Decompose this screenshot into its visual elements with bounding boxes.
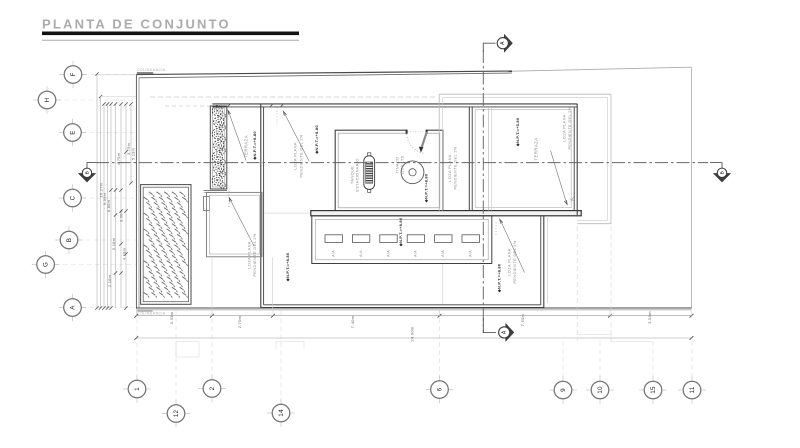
svg-text:◆N.P.T.=+8.80: ◆N.P.T.=+8.80 bbox=[252, 131, 257, 161]
svg-text:◆N.P.T.=+8.80: ◆N.P.T.=+8.80 bbox=[398, 217, 403, 247]
svg-text:A/A: A/A bbox=[441, 250, 445, 257]
svg-text:B: B bbox=[66, 238, 73, 242]
svg-text:15: 15 bbox=[650, 386, 657, 394]
svg-text:LOZA PLANA: LOZA PLANA bbox=[507, 248, 512, 275]
svg-text:A: A bbox=[502, 330, 508, 334]
svg-text:TINACO: TINACO bbox=[395, 157, 400, 174]
svg-text:G: G bbox=[42, 262, 49, 267]
svg-text:2.18m: 2.18m bbox=[107, 275, 112, 287]
svg-text:H: H bbox=[44, 97, 51, 102]
svg-text:24.90m: 24.90m bbox=[410, 326, 415, 342]
svg-text:3.75m: 3.75m bbox=[126, 143, 131, 155]
svg-text:3.00m: 3.00m bbox=[118, 210, 123, 222]
svg-text:B: B bbox=[84, 171, 90, 174]
svg-text:LOZA PLANA: LOZA PLANA bbox=[562, 114, 567, 141]
svg-text:COLINDANCIA: COLINDANCIA bbox=[137, 68, 166, 72]
svg-text:1: 1 bbox=[134, 387, 141, 391]
svg-text:A/A: A/A bbox=[332, 250, 336, 257]
svg-text:C: C bbox=[69, 195, 76, 200]
svg-text:8.80m: 8.80m bbox=[106, 200, 111, 212]
svg-text:3.58m: 3.58m bbox=[647, 311, 652, 324]
svg-text:9.35m: 9.35m bbox=[102, 193, 107, 205]
svg-text:5.18m: 5.18m bbox=[111, 238, 116, 250]
svg-text:1100 LTS: 1100 LTS bbox=[400, 155, 405, 174]
svg-text:6: 6 bbox=[436, 387, 443, 391]
svg-text:16.27m: 16.27m bbox=[98, 183, 103, 198]
svg-text:A: A bbox=[500, 41, 506, 45]
svg-text:LOZA PLANA: LOZA PLANA bbox=[247, 241, 252, 268]
svg-text:7.40m: 7.40m bbox=[350, 315, 355, 328]
svg-text:TANQUE: TANQUE bbox=[350, 166, 355, 184]
svg-text:COLINDANCIA: COLINDANCIA bbox=[137, 312, 166, 316]
svg-text:11: 11 bbox=[689, 386, 696, 393]
svg-text:PENDIENTE DEL 2%: PENDIENTE DEL 2% bbox=[453, 146, 458, 189]
svg-text:E: E bbox=[69, 130, 76, 134]
svg-text:◆N.P.T.=+8.80: ◆N.P.T.=+8.80 bbox=[497, 263, 502, 293]
svg-text:14: 14 bbox=[278, 409, 285, 417]
svg-text:5.13m: 5.13m bbox=[130, 148, 135, 160]
svg-text:PENDIENTE DEL 2%: PENDIENTE DEL 2% bbox=[567, 106, 572, 149]
svg-text:2.70m: 2.70m bbox=[237, 315, 242, 328]
svg-text:A/A: A/A bbox=[469, 250, 473, 257]
svg-text:◆N.P.T.=+8.80: ◆N.P.T.=+8.80 bbox=[424, 173, 429, 203]
svg-text:4.75m: 4.75m bbox=[116, 153, 121, 165]
svg-text:B: B bbox=[719, 171, 725, 174]
svg-text:◆N.P.T.=+5.80: ◆N.P.T.=+5.80 bbox=[515, 117, 520, 147]
svg-text:9: 9 bbox=[560, 388, 567, 392]
svg-text:TERRAZA: TERRAZA bbox=[244, 135, 249, 158]
svg-text:PENDIENTE DEL 2%: PENDIENTE DEL 2% bbox=[512, 240, 517, 283]
svg-text:12: 12 bbox=[173, 410, 180, 418]
svg-text:A/A: A/A bbox=[386, 250, 390, 257]
svg-text:2: 2 bbox=[209, 386, 216, 390]
svg-text:◆N.P.T.=+8.80: ◆N.P.T.=+8.80 bbox=[314, 125, 319, 155]
svg-text:A/A: A/A bbox=[414, 250, 418, 257]
svg-text:PENDIENTE DEL 2%: PENDIENTE DEL 2% bbox=[299, 134, 304, 177]
svg-text:LOZA PLANA: LOZA PLANA bbox=[447, 154, 452, 181]
svg-text:LOZA PLANA: LOZA PLANA bbox=[293, 142, 298, 169]
svg-text:PLANTA DE CONJUNTO: PLANTA DE CONJUNTO bbox=[42, 17, 231, 32]
svg-text:10: 10 bbox=[597, 386, 604, 394]
svg-text:PENDIENTE DEL 2%: PENDIENTE DEL 2% bbox=[252, 233, 257, 276]
svg-text:ESTACIONARIO: ESTACIONARIO bbox=[355, 158, 360, 192]
svg-text:4.18m: 4.18m bbox=[121, 248, 126, 260]
svg-text:A/A: A/A bbox=[359, 250, 363, 257]
svg-text:3.33m: 3.33m bbox=[169, 311, 174, 324]
svg-text:7.50m: 7.50m bbox=[520, 313, 525, 326]
svg-text:A: A bbox=[69, 305, 76, 310]
svg-text:F: F bbox=[70, 72, 77, 76]
svg-text:◆N.P.T.=+8.80: ◆N.P.T.=+8.80 bbox=[285, 252, 290, 282]
svg-text:TERRAZA: TERRAZA bbox=[534, 137, 539, 160]
